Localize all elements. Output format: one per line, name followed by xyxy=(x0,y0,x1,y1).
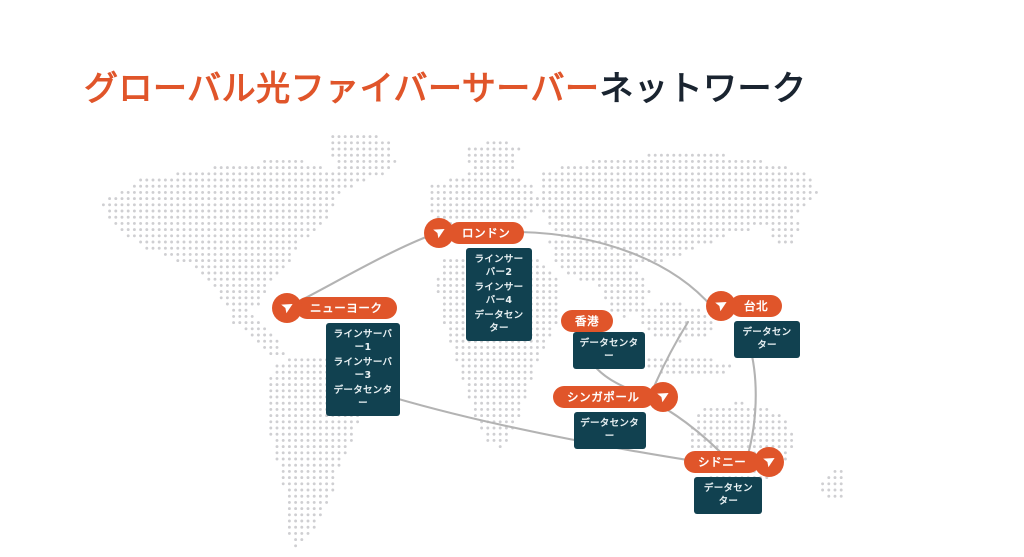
node-label-hongkong[interactable]: 香港 xyxy=(561,310,614,332)
service-item: データセンター xyxy=(742,327,792,351)
node-header[interactable]: ニューヨーク xyxy=(272,293,397,323)
service-item: データセンター xyxy=(333,385,393,409)
map-node-singapore[interactable]: シンガポール データセンター xyxy=(553,382,678,449)
location-pin-icon[interactable] xyxy=(424,218,454,248)
service-card-newyork: ラインサーバー1 ラインサーバー3 データセンター xyxy=(326,323,400,416)
map-node-sydney[interactable]: シドニー データセンター xyxy=(684,447,785,514)
node-header[interactable]: 香港 xyxy=(561,310,614,332)
service-item: データセンター xyxy=(580,418,640,442)
page-title-dark: ネットワーク xyxy=(599,68,807,109)
service-card-singapore: データセンター xyxy=(573,412,646,449)
service-item: ラインサーバー4 xyxy=(474,282,524,306)
node-label-taipei[interactable]: 台北 xyxy=(730,295,783,317)
node-header[interactable]: シドニー xyxy=(684,447,785,477)
service-item: データセンター xyxy=(579,338,639,362)
page-title-accent: グローバル光ファイバーサーバー xyxy=(84,68,600,109)
service-card-london: ラインサーバー2 ラインサーバー4 データセンター xyxy=(466,248,532,341)
world-map-diagram: ニューヨーク ラインサーバー1 ラインサーバー3 データセンター ロンドン ライ… xyxy=(0,110,1024,557)
node-label-london[interactable]: ロンドン xyxy=(448,222,525,244)
link-london-taipei xyxy=(518,230,715,310)
node-label-singapore[interactable]: シンガポール xyxy=(553,386,654,408)
location-pin-icon[interactable] xyxy=(272,293,302,323)
node-label-sydney[interactable]: シドニー xyxy=(684,451,761,473)
service-item: ラインサーバー2 xyxy=(474,254,524,278)
world-dot-map xyxy=(101,135,843,548)
service-item: データセンター xyxy=(703,483,753,507)
node-header[interactable]: 台北 xyxy=(706,291,783,321)
location-pin-icon[interactable] xyxy=(706,291,736,321)
map-node-hongkong[interactable]: 香港 データセンター xyxy=(561,310,645,369)
node-header[interactable]: ロンドン xyxy=(424,218,525,248)
service-card-hongkong: データセンター xyxy=(573,332,645,369)
service-card-taipei: データセンター xyxy=(734,321,800,358)
map-node-london[interactable]: ロンドン ラインサーバー2 ラインサーバー4 データセンター xyxy=(424,218,532,341)
map-node-taipei[interactable]: 台北 データセンター xyxy=(706,291,800,358)
service-item: データセンター xyxy=(474,310,524,334)
node-label-newyork[interactable]: ニューヨーク xyxy=(296,297,397,319)
service-item: ラインサーバー1 xyxy=(333,329,393,353)
location-pin-icon[interactable] xyxy=(754,447,785,477)
node-header[interactable]: シンガポール xyxy=(553,382,678,412)
page-title: グローバル光ファイバーサーバーネットワーク xyxy=(84,67,806,111)
service-card-sydney: データセンター xyxy=(694,477,763,514)
map-node-newyork[interactable]: ニューヨーク ラインサーバー1 ラインサーバー3 データセンター xyxy=(272,293,400,416)
location-pin-icon[interactable] xyxy=(647,382,678,412)
service-item: ラインサーバー3 xyxy=(333,357,393,381)
